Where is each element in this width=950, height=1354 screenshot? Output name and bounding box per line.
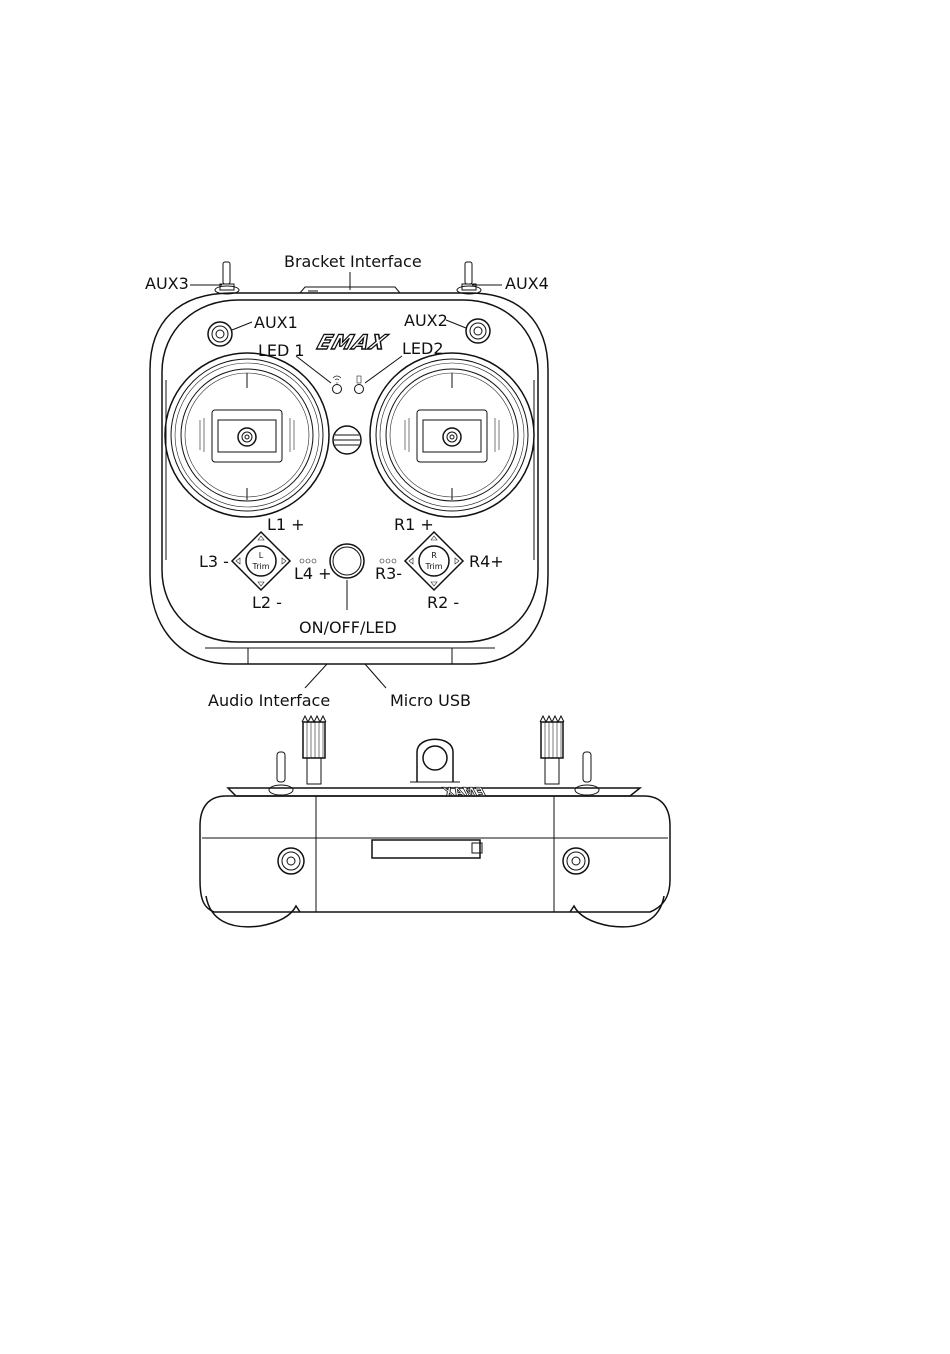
svg-text:R: R bbox=[431, 551, 437, 560]
right-knurled-knob-icon bbox=[540, 716, 564, 784]
label-audio-interface: Audio Interface bbox=[208, 691, 330, 710]
label-aux1: AUX1 bbox=[254, 313, 298, 332]
right-trim-pad: R Trim bbox=[405, 532, 463, 590]
center-knob-icon bbox=[333, 426, 361, 454]
label-r2: R2 - bbox=[427, 593, 459, 612]
right-audio-jack-icon bbox=[563, 848, 589, 874]
right-gimbal-stick bbox=[370, 353, 534, 517]
label-power: ON/OFF/LED bbox=[299, 618, 397, 637]
controller-front-view: EMAX bbox=[200, 716, 670, 927]
emax-logo-top: EMAX bbox=[441, 785, 486, 799]
label-aux4: AUX4 bbox=[505, 274, 549, 293]
label-r3: R3- bbox=[375, 564, 402, 583]
svg-text:L: L bbox=[259, 551, 264, 560]
three-dots-icon bbox=[300, 559, 396, 563]
label-led1: LED 1 bbox=[258, 341, 305, 360]
label-aux3: AUX3 bbox=[145, 274, 189, 293]
led1-indicator bbox=[333, 376, 342, 394]
aux3-switch-icon bbox=[215, 262, 239, 294]
svg-text:Trim: Trim bbox=[424, 562, 442, 571]
aux2-knob-icon bbox=[466, 319, 490, 343]
label-bracket-interface: Bracket Interface bbox=[284, 252, 422, 271]
controller-top-view: EMAX bbox=[150, 262, 548, 664]
svg-text:EMAX: EMAX bbox=[441, 785, 486, 799]
svg-text:Trim: Trim bbox=[251, 562, 269, 571]
label-l1: L1 + bbox=[267, 515, 305, 534]
left-gimbal-stick bbox=[165, 353, 329, 517]
label-led2: LED2 bbox=[402, 339, 444, 358]
label-l2: L2 - bbox=[252, 593, 282, 612]
led2-indicator bbox=[355, 376, 364, 394]
label-l3: L3 - bbox=[199, 552, 229, 571]
svg-text:EMAX: EMAX bbox=[314, 330, 390, 353]
bracket-ring-icon bbox=[410, 739, 460, 782]
aux4-switch-icon bbox=[457, 262, 481, 294]
power-button-icon bbox=[330, 544, 364, 578]
label-r4: R4+ bbox=[469, 552, 504, 571]
label-r1: R1 + bbox=[394, 515, 434, 534]
left-audio-jack-icon bbox=[278, 848, 304, 874]
usb-port-icon bbox=[372, 840, 480, 858]
emax-logo: EMAX bbox=[314, 330, 390, 353]
label-micro-usb: Micro USB bbox=[390, 691, 471, 710]
label-aux2: AUX2 bbox=[404, 311, 448, 330]
left-knurled-knob-icon bbox=[302, 716, 326, 784]
label-l4: L4 + bbox=[294, 564, 332, 583]
left-trim-pad: L Trim bbox=[232, 532, 290, 590]
aux1-knob-icon bbox=[208, 322, 232, 346]
